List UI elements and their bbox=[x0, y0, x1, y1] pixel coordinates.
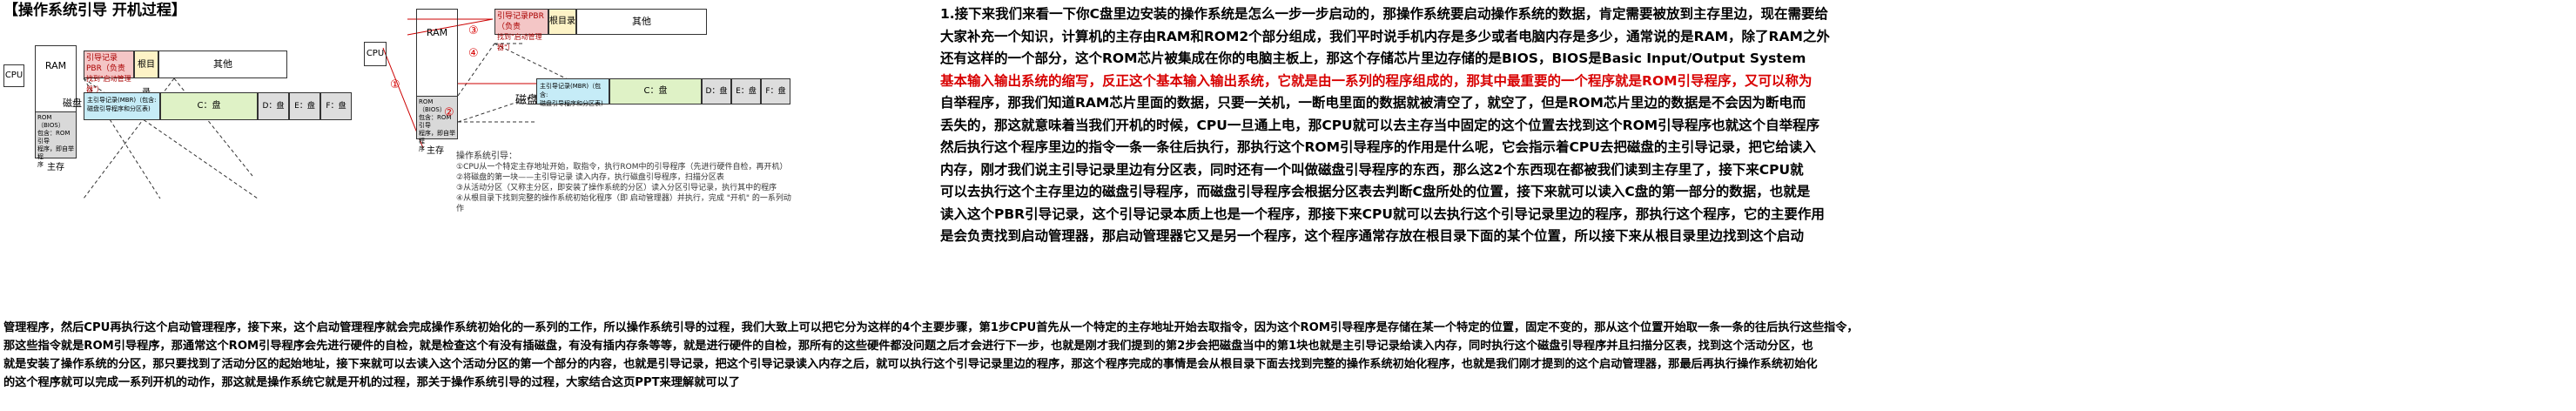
mid-root-label: 根目录 bbox=[549, 17, 575, 26]
mid-caption-step2: ②将磁盘的第一块——主引导记录 读入内存，执行磁盘引导程序，扫描分区表 bbox=[456, 173, 724, 182]
left-pbr-line2: 找到"启动管理器"） bbox=[86, 75, 131, 93]
mid-c-label: C：盘 bbox=[643, 86, 668, 96]
left-cpu-label: CPU bbox=[4, 71, 24, 80]
left-root-box: 根目录 bbox=[134, 51, 158, 98]
mid-step-2-marker: ② bbox=[444, 106, 454, 119]
mid-e-label: E：盘 bbox=[736, 87, 757, 96]
mid-rom-line4: 序 bbox=[419, 145, 425, 152]
right-explanation: 1.接下来我们来看一下你C盘里边安装的操作系统是怎么一步一步启动的，那操作系统要… bbox=[940, 3, 2570, 248]
bottom-line-3: 就是安装了操作系统的分区，那只要找到了活动分区的起始地址，接下来就可以去读入这个… bbox=[3, 358, 1818, 371]
mid-mbr-line1: 主引导记录(MBR)（包含: bbox=[540, 83, 602, 98]
mid-d-label: D：盘 bbox=[705, 87, 728, 96]
mid-caption-step1: ①CPU从一个特定主存地址开始，取指令，执行ROM中的引导程序（先进行硬件自检，… bbox=[456, 163, 788, 172]
explanation-line-5: 自举程序，那我们知道RAM芯片里面的数据，只要一关机，一断电里面的数据就被清空了… bbox=[940, 95, 1806, 111]
explanation-line-2: 大家补充一个知识，计算机的主存由RAM和ROM2个部分组成，我们平时说手机内存是… bbox=[940, 28, 1830, 44]
mid-rom-line1: ROM（BIOS） bbox=[419, 98, 446, 113]
mid-caption-step3: ③从活动分区（又称主分区，即安装了操作系统的分区）读入分区引导记录，执行其中的程… bbox=[456, 184, 777, 192]
mid-cpu-box: CPU bbox=[364, 42, 387, 66]
left-other-box: 其他 bbox=[158, 51, 287, 78]
mid-other-label: 其他 bbox=[632, 16, 651, 27]
left-mbr-box: 主引导记录(MBR)（包含: 磁盘引导程序和分区表) bbox=[84, 92, 160, 120]
left-mem-label: 主存 bbox=[47, 163, 64, 172]
mid-caption-title: 操作系统引导： bbox=[456, 152, 517, 161]
explanation-line-4: 基本输入输出系统的缩写，反正这个基本输入输出系统，它就是由一系列的程序组成的，那… bbox=[940, 72, 1813, 89]
mid-mbr-box: 主引导记录(MBR)（包含: 磁盘引导程序和分区表) bbox=[536, 78, 609, 107]
left-mbr-line2: 磁盘引导程序和分区表) bbox=[87, 105, 151, 112]
left-rom-line1: ROM（BIOS） bbox=[37, 114, 64, 129]
explanation-line-8: 内存，刚才我们说主引导记录里边有分区表，同时还有一个叫做磁盘引导程序的东西，那么… bbox=[940, 161, 1804, 178]
mid-pbr-line2: 找到"启动管理器"） bbox=[497, 33, 542, 51]
mid-ram-label: RAM bbox=[426, 27, 448, 38]
left-d-drive: D：盘 bbox=[258, 92, 289, 120]
mid-disk-label: 磁盘 bbox=[515, 94, 539, 107]
explanation-line-1: 1.接下来我们来看一下你C盘里边安装的操作系统是怎么一步一步启动的，那操作系统要… bbox=[940, 6, 1829, 22]
bottom-line-4: 的这个程序就可以完成一系列开机的动作，那这就是操作系统它就是开机的过程，那关于操… bbox=[3, 376, 740, 389]
mid-f-drive: F：盘 bbox=[761, 78, 790, 104]
mid-pbr-line1: 引导记录PBR（负责 bbox=[497, 12, 544, 31]
left-rom-box: ROM（BIOS） 包含：ROM引导 程序，即自举程 序 bbox=[35, 111, 77, 168]
left-cpu-box: CPU bbox=[3, 64, 24, 87]
mid-d-drive: D：盘 bbox=[702, 78, 731, 104]
left-pbr-line1: 引导记录PBR（负责 bbox=[86, 54, 125, 73]
mid-rom-line2: 包含：ROM引导 bbox=[419, 114, 452, 129]
left-other-label: 其他 bbox=[213, 58, 232, 70]
mid-f-label: F：盘 bbox=[765, 87, 786, 96]
mid-caption-step4: ④从根目录下找到完整的操作系统初始化程序（即 启动管理器）并执行，完成 "开机"… bbox=[456, 194, 791, 213]
explanation-line-3: 还有这样的一个部分，这个ROM芯片被集成在你的电脑主板上，那这个存储芯片里边存储… bbox=[940, 51, 1806, 66]
left-title: 【操作系统引导 开机过程】 bbox=[3, 2, 186, 19]
mid-mbr-line2: 磁盘引导程序和分区表) bbox=[540, 100, 603, 107]
left-rom-line4: 序 bbox=[37, 161, 44, 168]
mid-flow-lines bbox=[382, 18, 572, 149]
mid-diagram: 引导记录PBR（负责 找到"启动管理器"） 根目录 其他 CPU RAM ROM… bbox=[362, 0, 797, 279]
mid-pbr-box: 引导记录PBR（负责 找到"启动管理器"） bbox=[494, 9, 548, 51]
mid-caption: 操作系统引导： ①CPU从一个特定主存地址开始，取指令，执行ROM中的引导程序（… bbox=[456, 152, 796, 214]
explanation-line-11: 是会负责找到启动管理器，那启动管理器它又是另一个程序，这个程序通常存放在根目录下… bbox=[940, 228, 1805, 244]
mid-cpu-label: CPU bbox=[366, 49, 385, 58]
explanation-line-10: 读入这个PBR引导记录，这个引导记录本质上也是一个程序，那接下来CPU就可以去执… bbox=[940, 206, 1825, 222]
mid-step-3-marker: ③ bbox=[468, 24, 479, 37]
left-mbr-line1: 主引导记录(MBR)（包含: bbox=[87, 97, 157, 104]
bottom-line-2: 那这些指令就是ROM引导程序，那通常这个ROM引导程序会先进行硬件的自检，就是检… bbox=[3, 340, 1813, 353]
mid-root-box: 根目录 bbox=[548, 9, 576, 35]
mid-mem-label: 主存 bbox=[427, 146, 444, 156]
left-f-label: F：盘 bbox=[326, 102, 346, 111]
mid-step-1-marker: ① bbox=[390, 78, 400, 91]
mid-rom-box: ROM（BIOS） 包含：ROM引导 程序，即自举程 序 bbox=[416, 96, 458, 152]
mid-e-drive: E：盘 bbox=[731, 78, 761, 104]
left-c-label: C：盘 bbox=[197, 101, 221, 111]
bottom-line-1: 管理程序，然后CPU再执行这个启动管理程序，接下来，这个启动管理程序就会完成操作… bbox=[3, 321, 1859, 334]
explanation-line-6: 丢失的，那这就意味着当我们开机的时候，CPU一旦通上电，那CPU就可以去主存当中… bbox=[940, 117, 1820, 133]
left-f-drive: F：盘 bbox=[320, 92, 352, 120]
left-c-drive: C：盘 bbox=[160, 92, 258, 120]
mid-step-4-marker: ④ bbox=[468, 47, 479, 60]
mid-rom-line3: 程序，即自举程 bbox=[419, 130, 455, 145]
explanation-line-9: 可以去执行这个主存里边的磁盘引导程序，而磁盘引导程序会根据分区表去判断C盘所处的… bbox=[940, 184, 1811, 199]
left-pbr-box: 引导记录PBR（负责 找到"启动管理器"） bbox=[84, 51, 134, 93]
left-ram-label: RAM bbox=[44, 60, 67, 71]
bottom-explanation: 管理程序，然后CPU再执行这个启动管理程序，接下来，这个启动管理程序就会完成操作… bbox=[3, 319, 2572, 392]
left-d-label: D：盘 bbox=[262, 102, 285, 111]
left-e-drive: E：盘 bbox=[289, 92, 320, 120]
mid-c-drive: C：盘 bbox=[609, 78, 702, 104]
mid-other-box: 其他 bbox=[576, 9, 707, 35]
left-e-label: E：盘 bbox=[294, 102, 315, 111]
explanation-line-7: 然后执行这个程序里边的指令一条一条往后执行，那执行这个ROM引导程序的作用是什么… bbox=[940, 139, 1816, 155]
left-rom-line2: 包含：ROM引导 bbox=[37, 130, 71, 145]
left-disk-label: 磁盘 bbox=[63, 98, 82, 109]
left-rom-line3: 程序，即自举程 bbox=[37, 145, 74, 160]
left-diagram: 【操作系统引导 开机过程】 引导记录PBR（负责 找到"启动管理器"） 根目录 … bbox=[0, 0, 357, 411]
